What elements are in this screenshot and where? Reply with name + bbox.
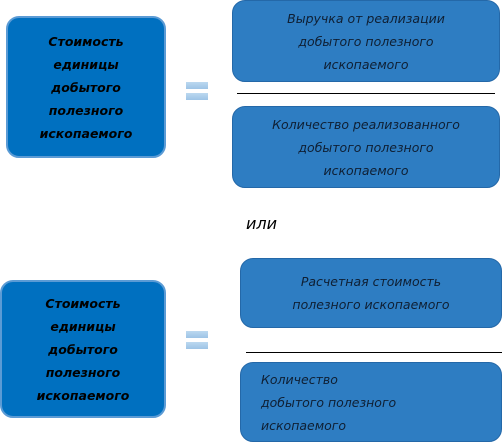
formula1-numerator-box: Выручка от реализации добытого полезного…	[232, 0, 500, 82]
equals-sign-icon	[186, 82, 208, 102]
formula2-left-box: Стоимость единицы добытого полезного иск…	[0, 280, 166, 418]
fraction-line	[237, 93, 495, 94]
formula2-left-text: Стоимость единицы добытого полезного иск…	[36, 295, 130, 403]
equals-sign-icon	[186, 331, 208, 351]
formula1-left-box: Стоимость единицы добытого полезного иск…	[6, 16, 166, 158]
formula1-left-text: Стоимость единицы добытого полезного иск…	[39, 33, 133, 141]
formula2-numerator-text: Расчетная стоимость полезного ископаемог…	[292, 274, 450, 312]
formula1-denominator-box: Количество реализованного добытого полез…	[232, 106, 500, 188]
formula1-numerator-text: Выручка от реализации добытого полезного…	[287, 10, 445, 72]
formula2-denominator-text: Количество добытого полезного ископаемог…	[261, 371, 397, 433]
formula1-denominator-text: Количество реализованного добытого полез…	[272, 116, 460, 178]
formula2-denominator-box: Количество добытого полезного ископаемог…	[240, 362, 502, 442]
formula2-numerator-box: Расчетная стоимость полезного ископаемог…	[240, 258, 502, 328]
fraction-line	[246, 352, 502, 353]
or-separator: или	[246, 214, 278, 233]
